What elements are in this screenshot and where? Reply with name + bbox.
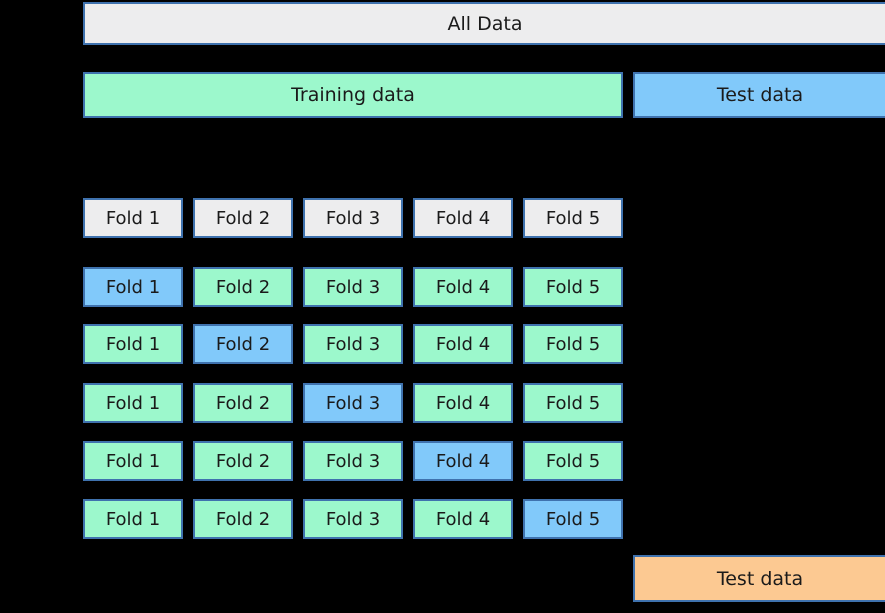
fold-box: Fold 1 xyxy=(83,441,183,481)
fold-header-box: Fold 1 xyxy=(83,198,183,238)
fold-box: Fold 3 xyxy=(303,499,403,539)
all-data-bar: All Data xyxy=(83,2,885,45)
fold-box: Fold 5 xyxy=(523,383,623,423)
fold-box: Fold 5 xyxy=(523,441,623,481)
fold-header-box: Fold 2 xyxy=(193,198,293,238)
fold-box: Fold 1 xyxy=(83,499,183,539)
fold-box: Fold 2 xyxy=(193,267,293,307)
final-test-data-bar: Test data xyxy=(633,555,885,602)
fold-header-box: Fold 3 xyxy=(303,198,403,238)
fold-box: Fold 4 xyxy=(413,499,513,539)
fold-box: Fold 4 xyxy=(413,324,513,364)
fold-box: Fold 5 xyxy=(523,267,623,307)
fold-box: Fold 4 xyxy=(413,267,513,307)
fold-box: Fold 3 xyxy=(303,383,403,423)
fold-box: Fold 4 xyxy=(413,441,513,481)
fold-box: Fold 4 xyxy=(413,383,513,423)
training-data-bar: Training data xyxy=(83,72,623,118)
fold-box: Fold 2 xyxy=(193,324,293,364)
test-data-bar: Test data xyxy=(633,72,885,118)
fold-box: Fold 2 xyxy=(193,499,293,539)
fold-header-box: Fold 5 xyxy=(523,198,623,238)
fold-box: Fold 1 xyxy=(83,324,183,364)
fold-box: Fold 2 xyxy=(193,441,293,481)
fold-box: Fold 3 xyxy=(303,267,403,307)
fold-box: Fold 5 xyxy=(523,324,623,364)
fold-box: Fold 5 xyxy=(523,499,623,539)
fold-box: Fold 2 xyxy=(193,383,293,423)
fold-box: Fold 1 xyxy=(83,267,183,307)
fold-header-box: Fold 4 xyxy=(413,198,513,238)
fold-box: Fold 3 xyxy=(303,324,403,364)
fold-box: Fold 3 xyxy=(303,441,403,481)
fold-box: Fold 1 xyxy=(83,383,183,423)
